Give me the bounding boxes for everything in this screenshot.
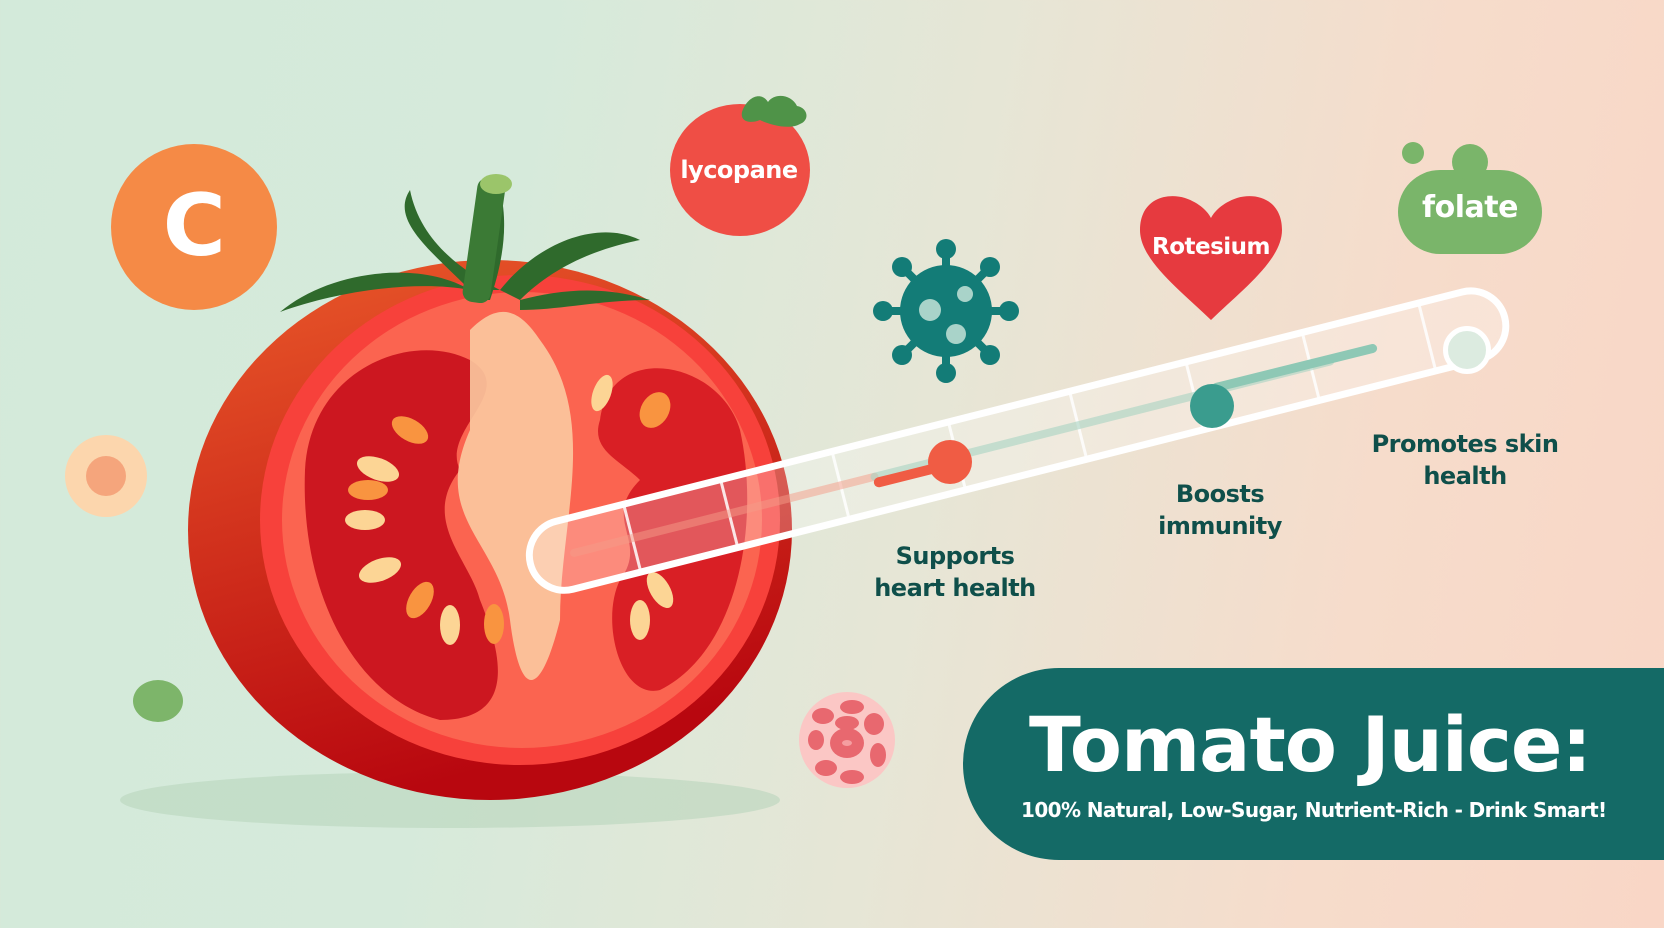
marker-skin-dot xyxy=(1443,326,1491,374)
vitamin-c-label: C xyxy=(162,176,226,276)
benefit-skin-label: Promotes skin health xyxy=(1371,430,1559,490)
tomato-half-illustration xyxy=(188,174,792,800)
banner-subtitle: 100% Natural, Low-Sugar, Nutrient-Rich -… xyxy=(1021,798,1607,822)
title-banner: Tomato Juice: 100% Natural, Low-Sugar, N… xyxy=(963,668,1664,860)
banner-title: Tomato Juice: xyxy=(1029,700,1592,789)
vitamin-c-icon xyxy=(111,144,277,310)
lycopene-label: lycopane xyxy=(680,156,798,184)
lycopene-tomato-icon xyxy=(670,95,810,236)
peach-dot-icon xyxy=(65,435,147,517)
green-dot-icon xyxy=(133,680,183,722)
heart-icon xyxy=(1140,196,1282,320)
folate-blob-icon xyxy=(1398,142,1542,254)
benefit-immunity-label: Boosts immunity xyxy=(1158,480,1282,540)
blood-cell-icon xyxy=(799,692,895,788)
marker-heart-dot xyxy=(928,440,972,484)
virus-icon xyxy=(873,239,1019,383)
benefit-heart-label: Supports heart health xyxy=(874,542,1036,602)
folate-label: folate xyxy=(1422,190,1518,225)
potassium-label: Rotesium xyxy=(1151,234,1271,260)
marker-immunity-dot xyxy=(1190,384,1234,428)
